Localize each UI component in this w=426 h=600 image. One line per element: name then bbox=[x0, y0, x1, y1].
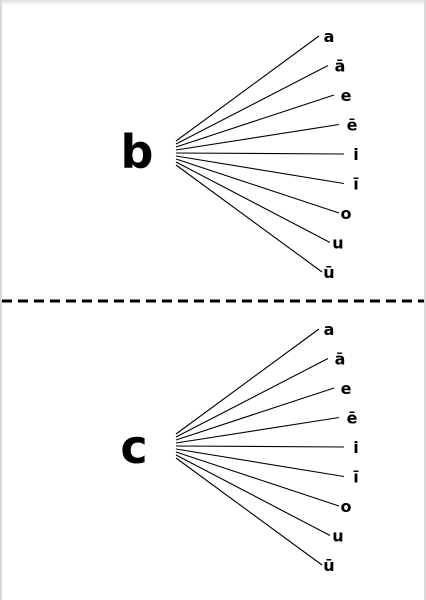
connector-line bbox=[175, 155, 345, 185]
vowel-label: u bbox=[332, 527, 343, 546]
page-left-edge bbox=[0, 0, 2, 600]
vowel-label: a bbox=[324, 27, 335, 46]
vowel-label: ē bbox=[347, 116, 358, 135]
connector-line bbox=[175, 94, 335, 148]
page-top-edge bbox=[0, 0, 426, 6]
consonant-letter-c: c bbox=[120, 420, 147, 474]
vowel-label: o bbox=[341, 204, 352, 223]
vowel-label: i bbox=[353, 438, 358, 457]
connector-line bbox=[175, 416, 340, 444]
vowel-label: ā bbox=[335, 350, 346, 369]
connector-line bbox=[175, 328, 320, 435]
vowel-label: i bbox=[353, 145, 358, 164]
page-right-edge bbox=[424, 0, 426, 600]
vowel-label: ā bbox=[335, 57, 346, 76]
vowel-label: ū bbox=[323, 556, 334, 575]
vowel-label: ī bbox=[353, 175, 359, 194]
connector-line bbox=[175, 445, 345, 448]
connector-line bbox=[175, 358, 329, 438]
vowel-label: ī bbox=[353, 468, 359, 487]
connector-line bbox=[175, 158, 340, 214]
vowel-label: e bbox=[341, 86, 352, 105]
vowel-label: o bbox=[341, 497, 352, 516]
connector-line bbox=[175, 152, 345, 155]
connector-line bbox=[175, 457, 323, 566]
connector-line bbox=[175, 451, 340, 507]
connector-line bbox=[175, 387, 335, 441]
vowel-label: ū bbox=[323, 263, 334, 282]
connector-line bbox=[175, 454, 331, 536]
connector-line bbox=[175, 35, 320, 142]
vowel-label: a bbox=[324, 320, 335, 339]
connector-lines-b bbox=[175, 35, 345, 273]
vowel-label: u bbox=[332, 234, 343, 253]
connector-line bbox=[175, 161, 331, 243]
connector-line bbox=[175, 123, 340, 151]
connector-lines-c bbox=[175, 328, 345, 566]
vowel-label: ē bbox=[347, 409, 358, 428]
connector-line bbox=[175, 65, 329, 145]
consonant-letter-b: b bbox=[121, 125, 154, 179]
connector-line bbox=[175, 164, 323, 273]
connector-line bbox=[175, 448, 345, 478]
vowel-label: e bbox=[341, 379, 352, 398]
